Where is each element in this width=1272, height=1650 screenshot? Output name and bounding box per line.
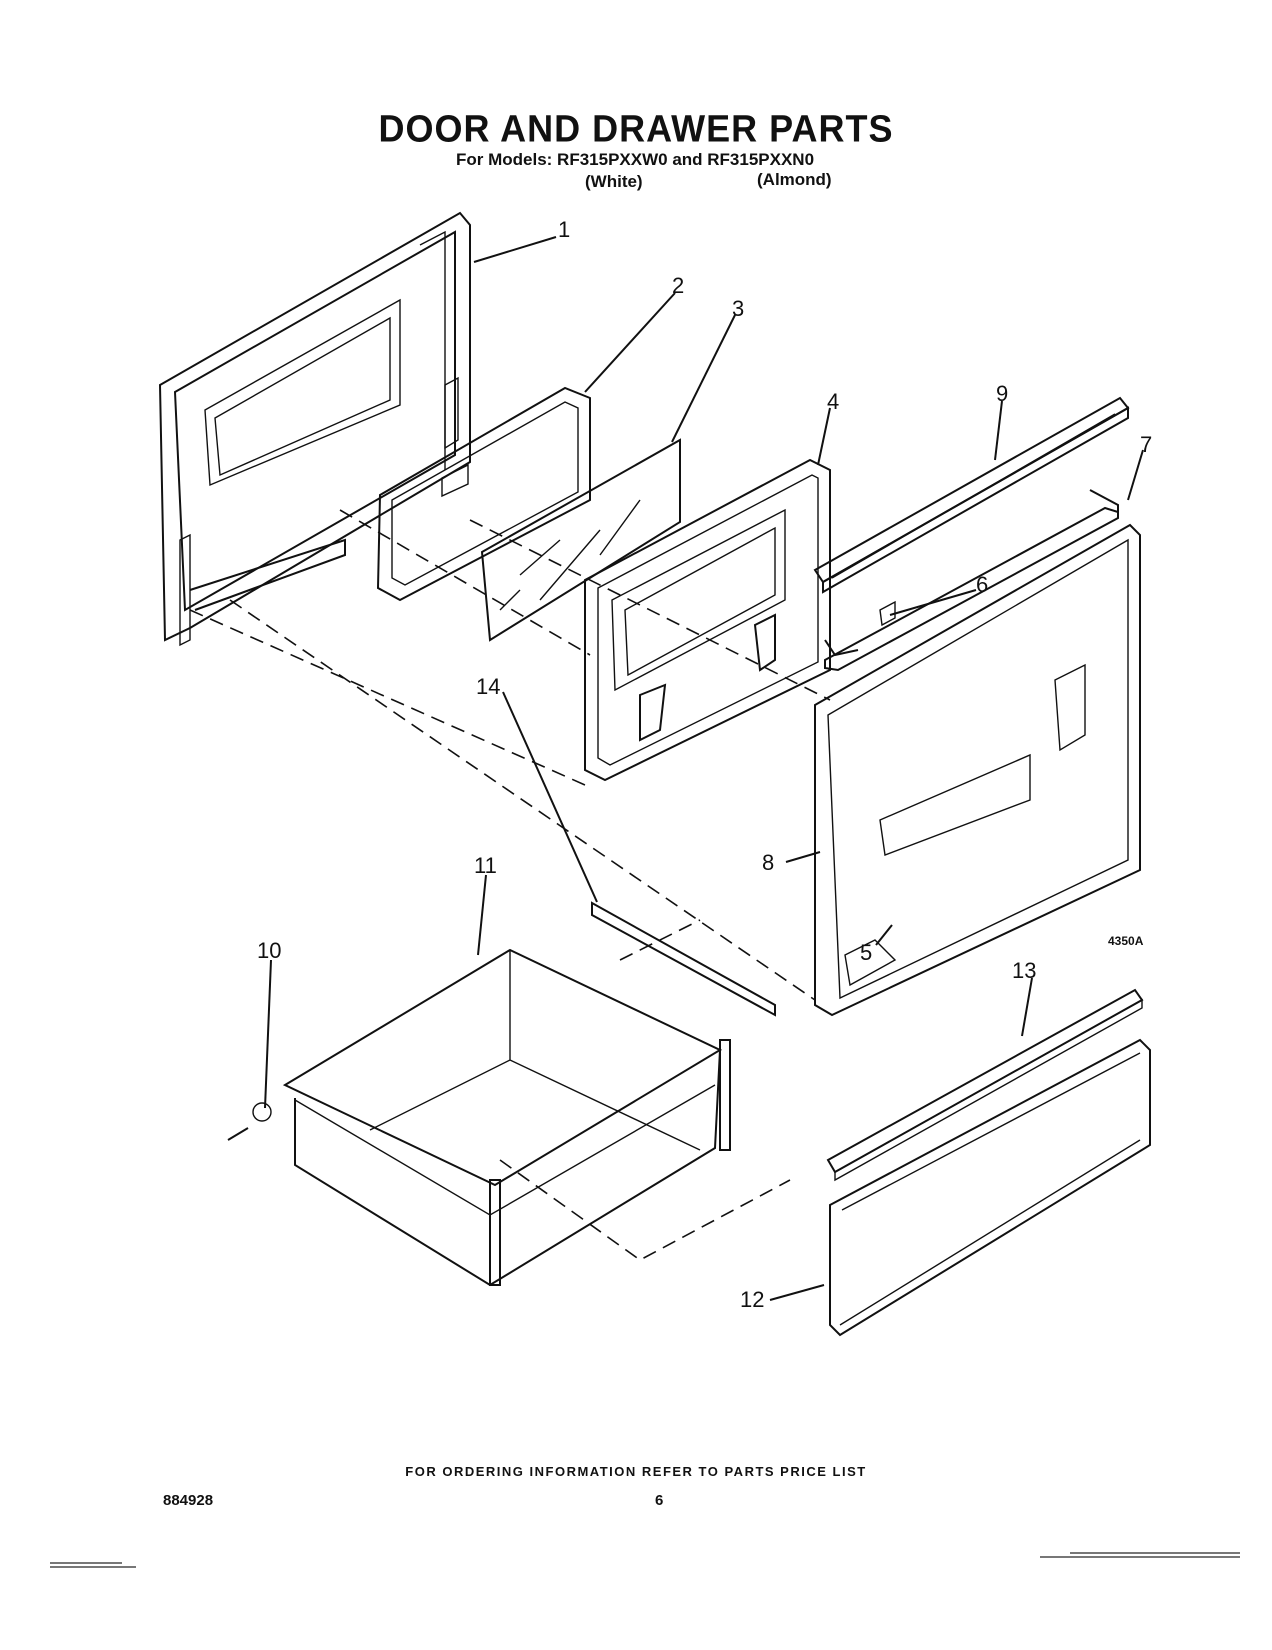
leader-lines	[227, 236, 1144, 1301]
part-drawer-rail	[591, 901, 776, 1017]
callout-11: 11	[474, 853, 497, 878]
callout-3: 3	[732, 296, 744, 321]
page-title: DOOR AND DRAWER PARTS	[378, 106, 894, 150]
part-door-handle	[824, 489, 1119, 672]
callout-6: 6	[976, 572, 988, 597]
part-drawer-trim	[826, 988, 1144, 1182]
ordering-note: FOR ORDERING INFORMATION REFER TO PARTS …	[405, 1464, 867, 1479]
part-outer-door-panel	[158, 211, 471, 647]
part-outer-door-glass	[814, 523, 1141, 1017]
models-line: For Models: RF315PXXW0 and RF315PXXN0	[456, 150, 815, 169]
color-white-label: (White)	[585, 172, 643, 191]
part-inner-door-panel	[584, 458, 831, 782]
callout-7: 7	[1140, 432, 1152, 457]
part-drawer-front	[829, 1038, 1151, 1337]
part-door-trim	[813, 396, 1130, 594]
callout-8: 8	[762, 850, 774, 875]
fine-print-left	[50, 1560, 140, 1570]
callout-5: 5	[860, 940, 872, 965]
callout-13: 13	[1012, 958, 1036, 983]
callout-labels: 1 2 3 4 5 6 7 8 9 10 11 12 13 14	[257, 217, 1152, 1312]
callout-12: 12	[740, 1287, 764, 1312]
alignment-lines	[189, 509, 831, 1261]
document-number: 884928	[163, 1492, 214, 1509]
callout-10: 10	[257, 938, 281, 963]
callout-4: 4	[827, 389, 839, 414]
callout-9: 9	[996, 381, 1008, 406]
color-almond-label: (Almond)	[757, 170, 832, 189]
part-window-gasket	[376, 386, 591, 602]
page-number: 6	[655, 1492, 664, 1509]
fine-print-right	[1040, 1550, 1240, 1564]
callout-2: 2	[672, 273, 684, 298]
callout-14: 14	[476, 674, 500, 699]
figure-code: 4350A	[1108, 934, 1144, 948]
callout-1: 1	[558, 217, 570, 242]
part-window-glass	[480, 438, 681, 642]
part-storage-drawer	[252, 948, 731, 1287]
